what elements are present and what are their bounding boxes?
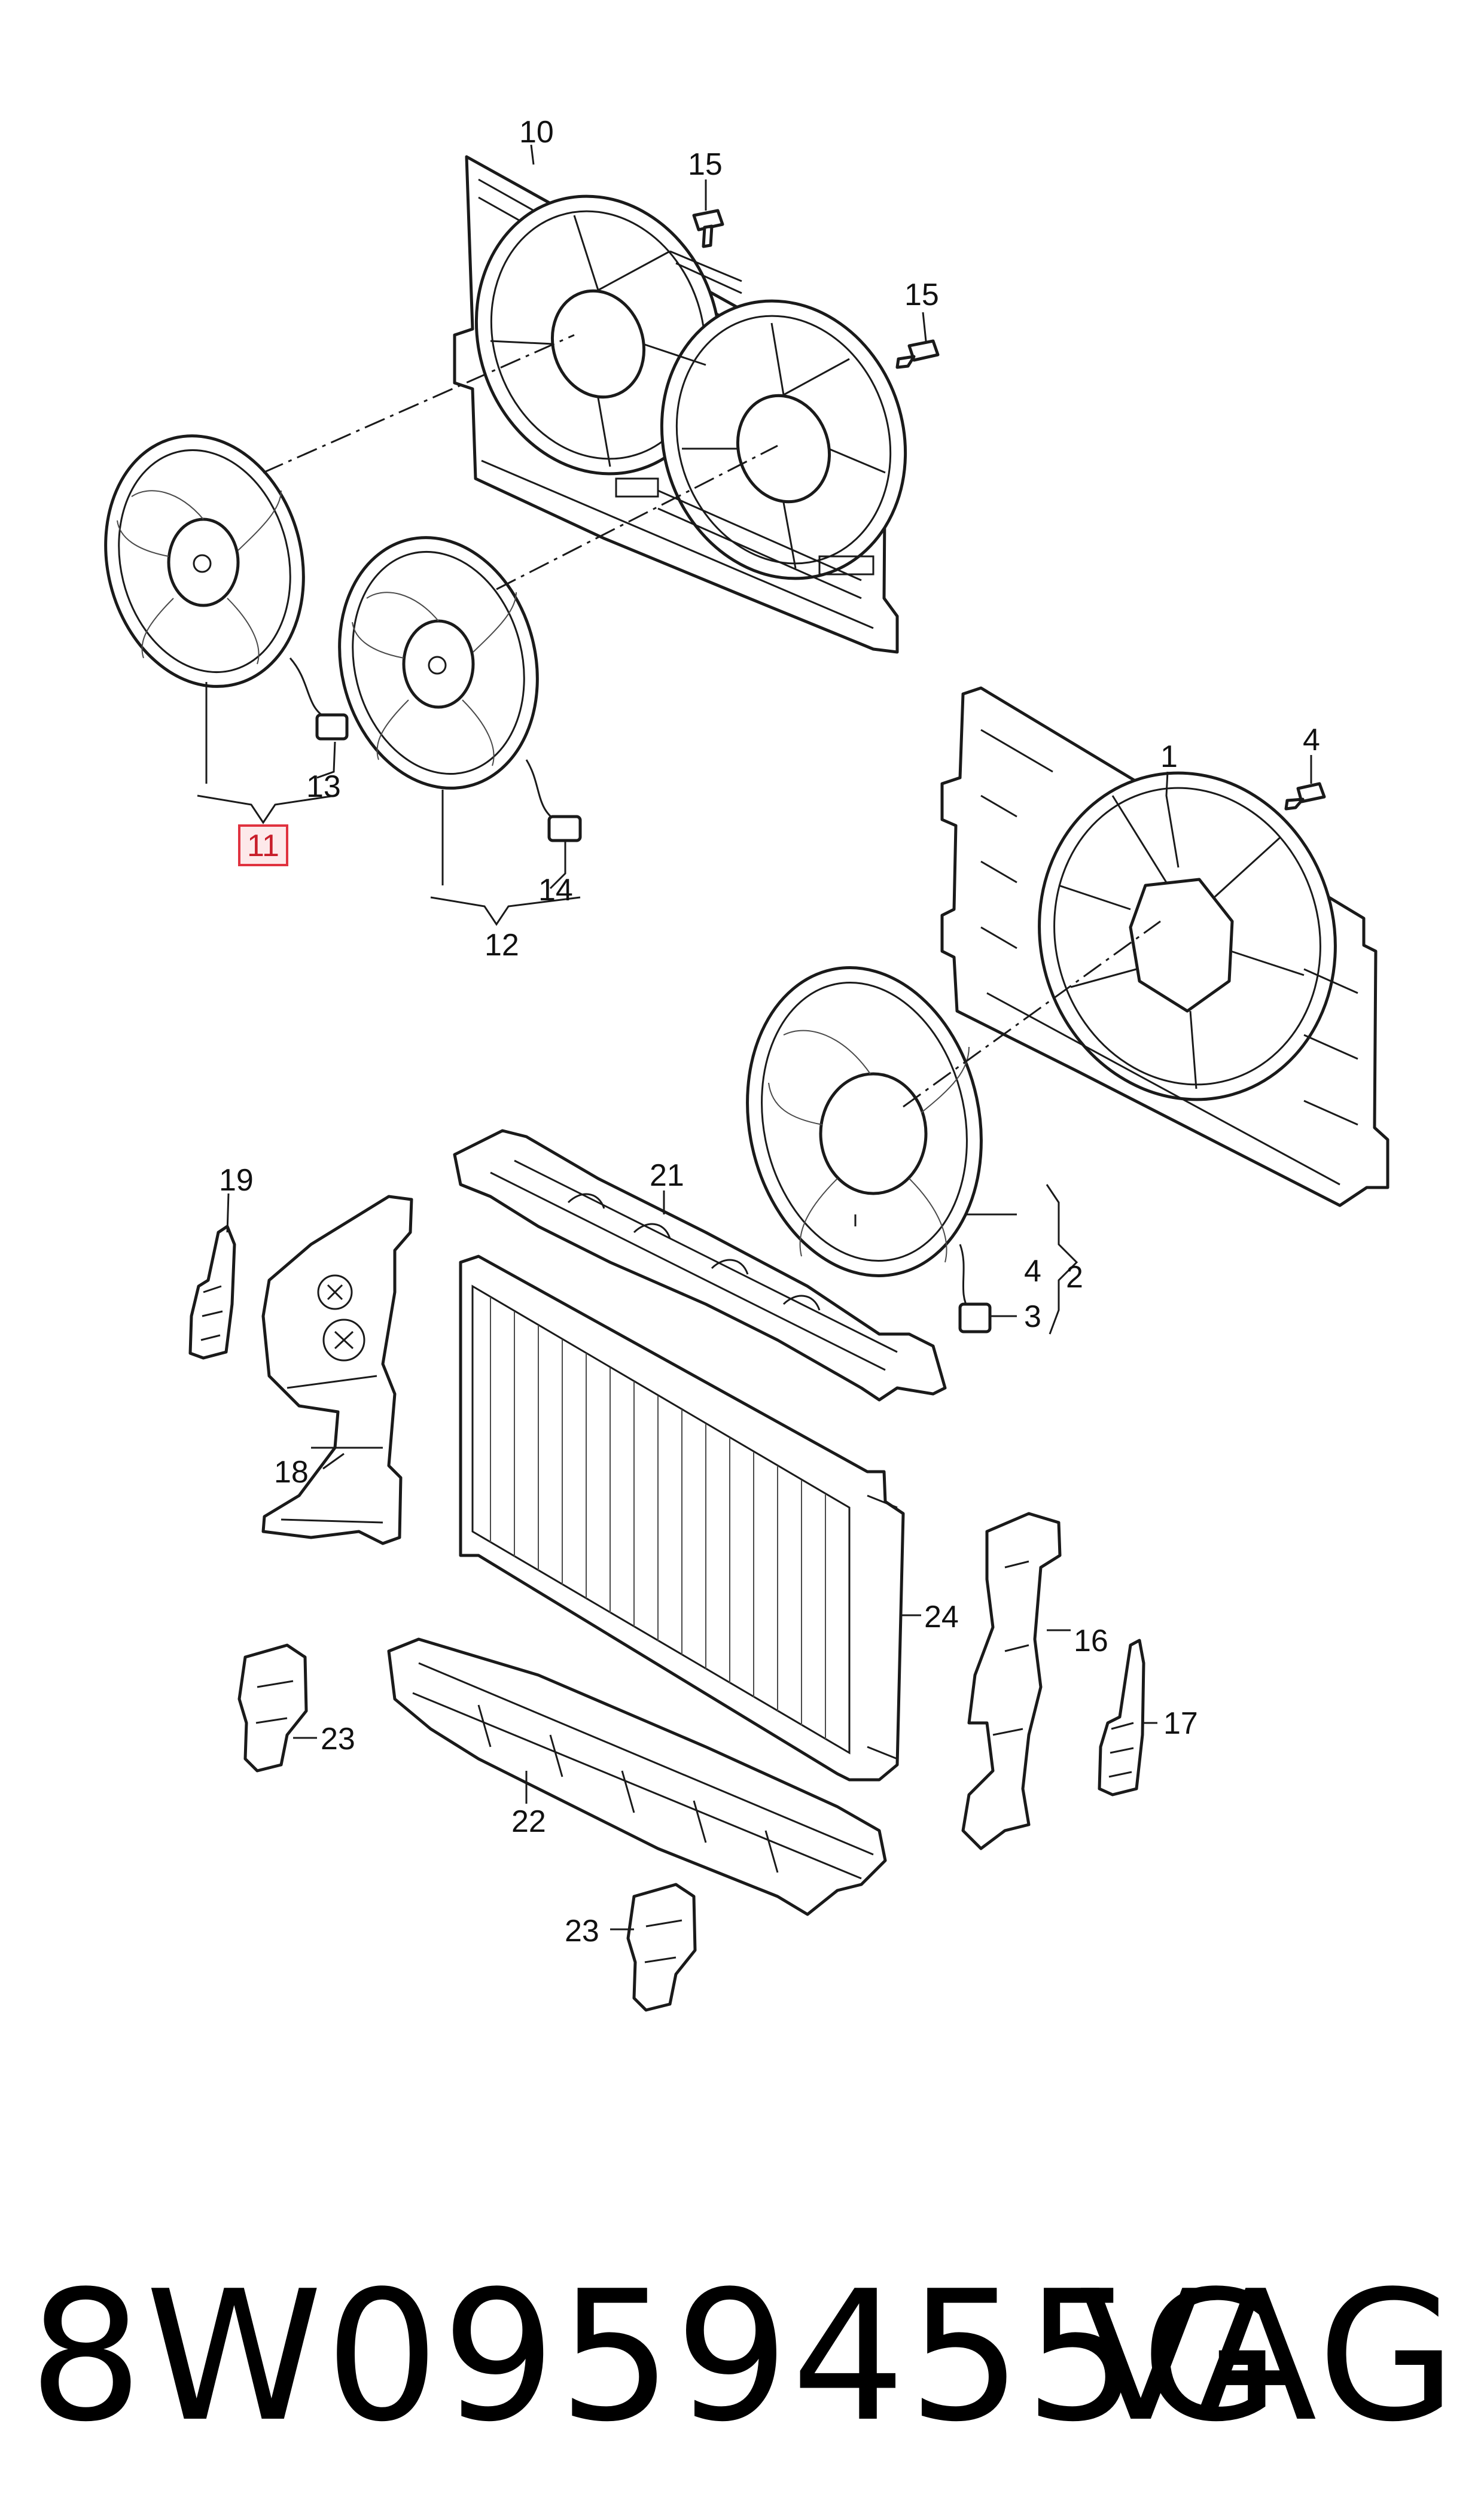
highlight-box-11: [238, 824, 288, 866]
callout-16: 16: [1074, 1624, 1108, 1658]
air-guide-16: [961, 1512, 1062, 1850]
single-fan-shroud: [940, 686, 1389, 1207]
brand-name: VAG: [1079, 2252, 1460, 2461]
fan-motor-3: [746, 966, 992, 1333]
callout-14: 14: [538, 873, 573, 908]
callout-10: 10: [519, 115, 554, 150]
screw-15-a: [692, 209, 724, 248]
footer-caption: 8W0959455G VAG: [0, 2237, 1484, 2477]
callout-21: 21: [650, 1158, 684, 1193]
callout-13: 13: [306, 769, 341, 804]
callout-17: 17: [1163, 1706, 1198, 1741]
twin-fan-shroud: [453, 155, 907, 654]
callout-22: 22: [511, 1804, 546, 1839]
leader-lines: [197, 144, 1312, 1931]
fan-motor-13: [104, 434, 349, 741]
fan-motor-14: [338, 536, 582, 842]
callout-15-top: 15: [688, 147, 723, 182]
callout-23-bottom: 23: [565, 1914, 599, 1948]
callout-4-fan: 4: [1024, 1254, 1041, 1289]
air-guide-22: [387, 1637, 887, 1916]
callout-11-highlighted: 11: [247, 829, 279, 863]
screw-15-b: [895, 339, 940, 369]
callout-1: 1: [1160, 739, 1178, 774]
part-number: 8W0959455G: [29, 2252, 1283, 2461]
callout-4-screw: 4: [1303, 723, 1320, 757]
callout-24: 24: [924, 1600, 959, 1634]
bracket-23-bottom: [626, 1883, 697, 2012]
air-guide-21: [453, 1129, 947, 1402]
callout-3: 3: [1024, 1299, 1041, 1334]
air-guide-19: [188, 1225, 236, 1360]
assembly-line-fan13: [263, 334, 575, 474]
callout-18: 18: [274, 1455, 309, 1490]
callout-2: 2: [1066, 1260, 1083, 1295]
diagram-canvas: 10 15 15 1 4 13 11 14 12 4 2 3 21 19 18 …: [104, 115, 1389, 2012]
air-guide-18: [261, 1195, 413, 1545]
assembly-line-fan3: [903, 920, 1161, 1108]
callout-19: 19: [219, 1163, 254, 1198]
air-guide-17: [1098, 1639, 1145, 1797]
callout-12: 12: [484, 928, 519, 963]
callout-23-left: 23: [321, 1722, 355, 1756]
assembly-line-fan14: [496, 444, 778, 590]
bracket-23-left: [237, 1643, 308, 1773]
callout-15-right: 15: [904, 278, 939, 312]
screw-4: [1284, 782, 1326, 811]
radiator-24: [459, 1255, 905, 1782]
